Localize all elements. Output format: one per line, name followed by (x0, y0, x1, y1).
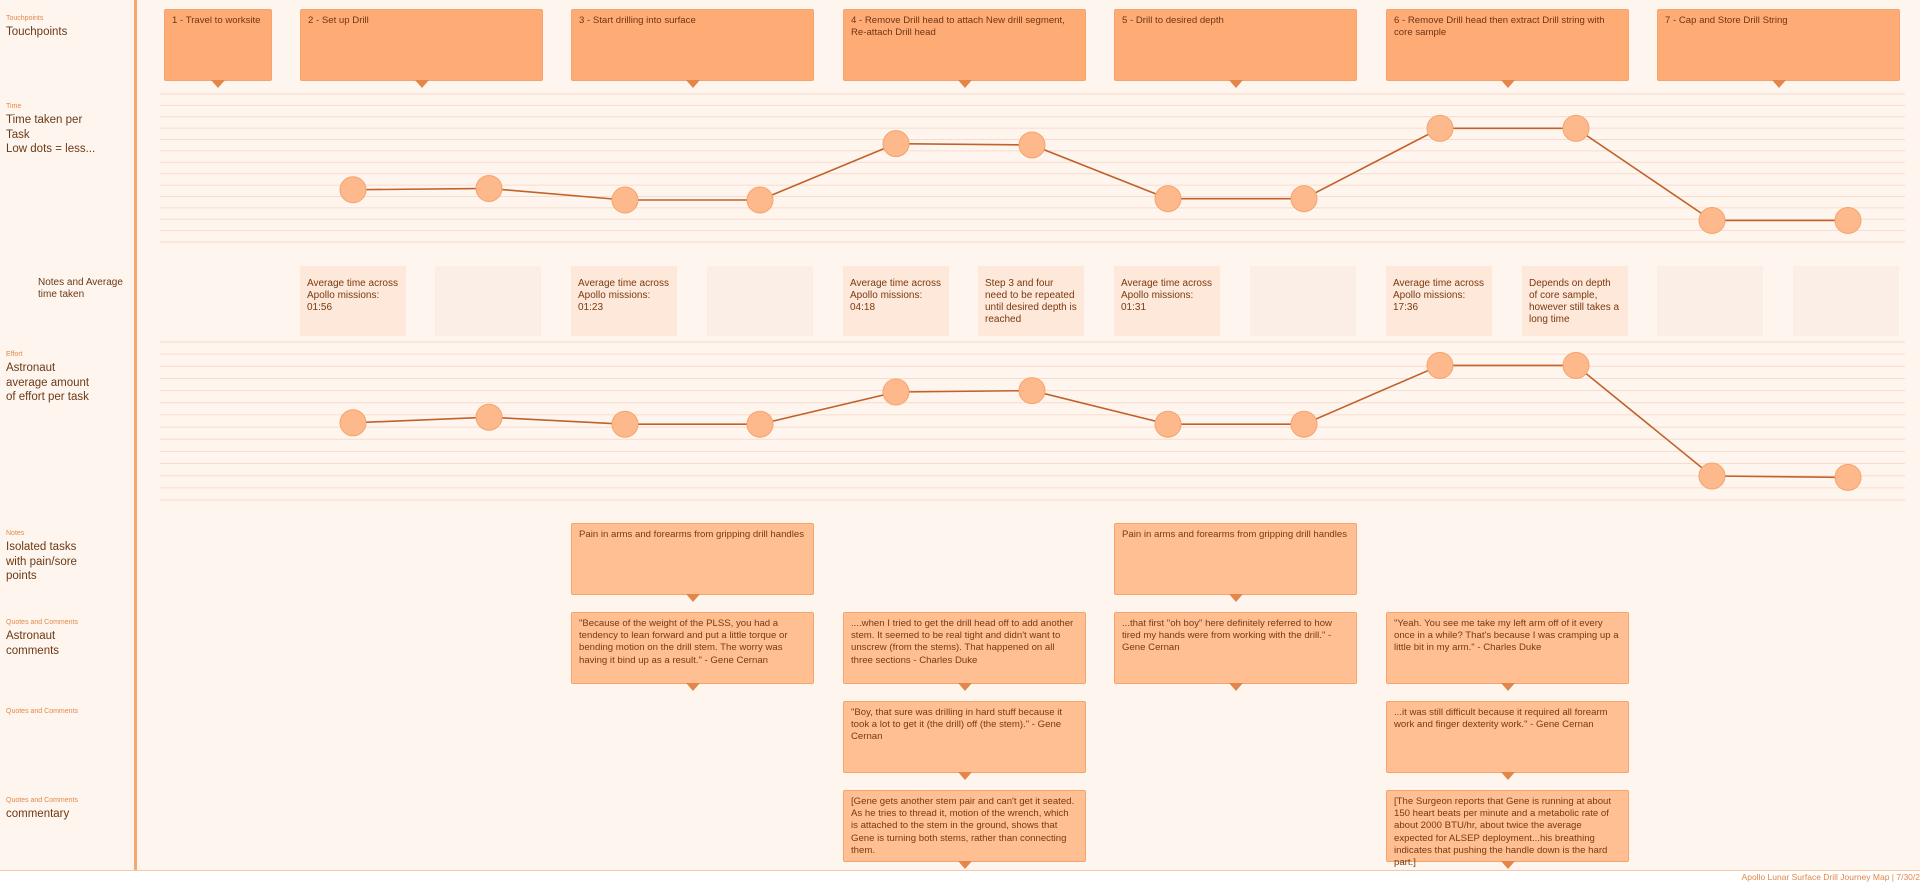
row-title: Astronaut comments (6, 630, 60, 657)
data-point (746, 186, 774, 214)
data-point (475, 403, 503, 431)
commentary-label: Quotes and Comments commentary (6, 796, 78, 822)
data-point (1426, 351, 1454, 379)
touchpoints-label: Touchpoints Touchpoints (6, 14, 67, 40)
note-cell[interactable]: Step 3 and four need to be repeated unti… (978, 266, 1084, 336)
data-point (1698, 206, 1726, 234)
data-point (1290, 410, 1318, 438)
row-title: Isolated tasks with pain/sore points (6, 541, 77, 582)
data-point (1018, 131, 1046, 159)
row-category: Quotes and Comments (6, 797, 78, 804)
commentary-card[interactable]: [Gene gets another stem pair and can't g… (843, 790, 1086, 869)
series-line (352, 364, 1849, 479)
note-cell[interactable] (1793, 266, 1899, 336)
note-cell[interactable]: Depends on depth of core sample, however… (1522, 266, 1628, 336)
touchpoint-card-4[interactable]: 4 - Remove Drill head to attach New dril… (843, 9, 1086, 88)
data-point (1698, 462, 1726, 490)
note-cell[interactable] (707, 266, 813, 336)
row-category: Time (6, 103, 22, 110)
data-point (882, 378, 910, 406)
note-cell[interactable] (1250, 266, 1356, 336)
quote-card[interactable]: ...that first "oh boy" here definitely r… (1114, 612, 1357, 691)
note-cell[interactable]: Average time across Apollo missions: 01:… (1114, 266, 1220, 336)
row-category: Quotes and Comments (6, 708, 78, 715)
data-point (1426, 114, 1454, 142)
data-point (1562, 114, 1590, 142)
quotes1-label: Quotes and Comments Astronaut comments (6, 618, 78, 658)
data-point (1834, 206, 1862, 234)
pain-point-card[interactable]: Pain in arms and forearms from gripping … (1114, 523, 1357, 602)
row-title: Time taken per Task Low dots = less... (6, 114, 96, 155)
data-point (882, 130, 910, 158)
quotes2-label: Quotes and Comments (6, 707, 78, 716)
notes-label: Notes and Average time taken (38, 277, 123, 300)
quote-card[interactable]: "Because of the weight of the PLSS, you … (571, 612, 814, 691)
data-point (1154, 185, 1182, 213)
touchpoint-card-6[interactable]: 6 - Remove Drill head then extract Drill… (1386, 9, 1629, 88)
series-line (352, 127, 1848, 222)
note-cell[interactable]: Average time across Apollo missions: 01:… (571, 266, 677, 336)
touchpoint-card-3[interactable]: 3 - Start drilling into surface (571, 9, 814, 88)
commentary-card[interactable]: [The Surgeon reports that Gene is runnin… (1386, 790, 1629, 869)
row-category: Notes (6, 530, 25, 537)
row-category: Touchpoints (6, 15, 44, 22)
data-point (339, 176, 367, 204)
data-point (475, 174, 503, 202)
data-point (1562, 351, 1590, 379)
row-title: Astronaut average amount of effort per t… (6, 362, 90, 403)
data-point (1290, 185, 1318, 213)
quote-card[interactable]: "Boy, that sure was drilling in hard stu… (843, 701, 1086, 780)
row-title: commentary (6, 808, 70, 820)
touchpoint-card-7[interactable]: 7 - Cap and Store Drill String (1657, 9, 1900, 88)
quote-card[interactable]: "Yeah. You see me take my left arm off o… (1386, 612, 1629, 691)
footer-title: Apollo Lunar Surface Drill Journey Map |… (1741, 872, 1920, 882)
note-cell[interactable]: Average time across Apollo missions: 04:… (843, 266, 949, 336)
data-point (1834, 463, 1862, 491)
quote-card[interactable]: ....when I tried to get the drill head o… (843, 612, 1086, 691)
data-point (611, 410, 639, 438)
effort-label: Effort Astronaut average amount of effor… (6, 350, 89, 405)
touchpoint-card-1[interactable]: 1 - Travel to worksite (164, 9, 272, 88)
pain-label: Notes Isolated tasks with pain/sore poin… (6, 529, 77, 584)
touchpoint-card-5[interactable]: 5 - Drill to desired depth (1114, 9, 1357, 88)
data-point (1018, 377, 1046, 405)
row-title: Touchpoints (6, 26, 68, 38)
label-divider (134, 0, 137, 870)
pain-point-card[interactable]: Pain in arms and forearms from gripping … (571, 523, 814, 602)
time-label: Time Time taken per Task Low dots = less… (6, 102, 95, 157)
pain-row (0, 514, 1920, 604)
data-point (611, 186, 639, 214)
data-point (339, 409, 367, 437)
data-point (1154, 410, 1182, 438)
quote-card[interactable]: ...it was still difficult because it req… (1386, 701, 1629, 780)
row-category: Effort (6, 351, 23, 358)
note-cell[interactable]: Average time across Apollo missions: 01:… (300, 266, 406, 336)
touchpoint-card-2[interactable]: 2 - Set up Drill (300, 9, 543, 88)
row-category: Quotes and Comments (6, 619, 78, 626)
note-cell[interactable]: Average time across Apollo missions: 17:… (1386, 266, 1492, 336)
data-point (746, 410, 774, 438)
note-cell[interactable] (1657, 266, 1763, 336)
note-cell[interactable] (435, 266, 541, 336)
